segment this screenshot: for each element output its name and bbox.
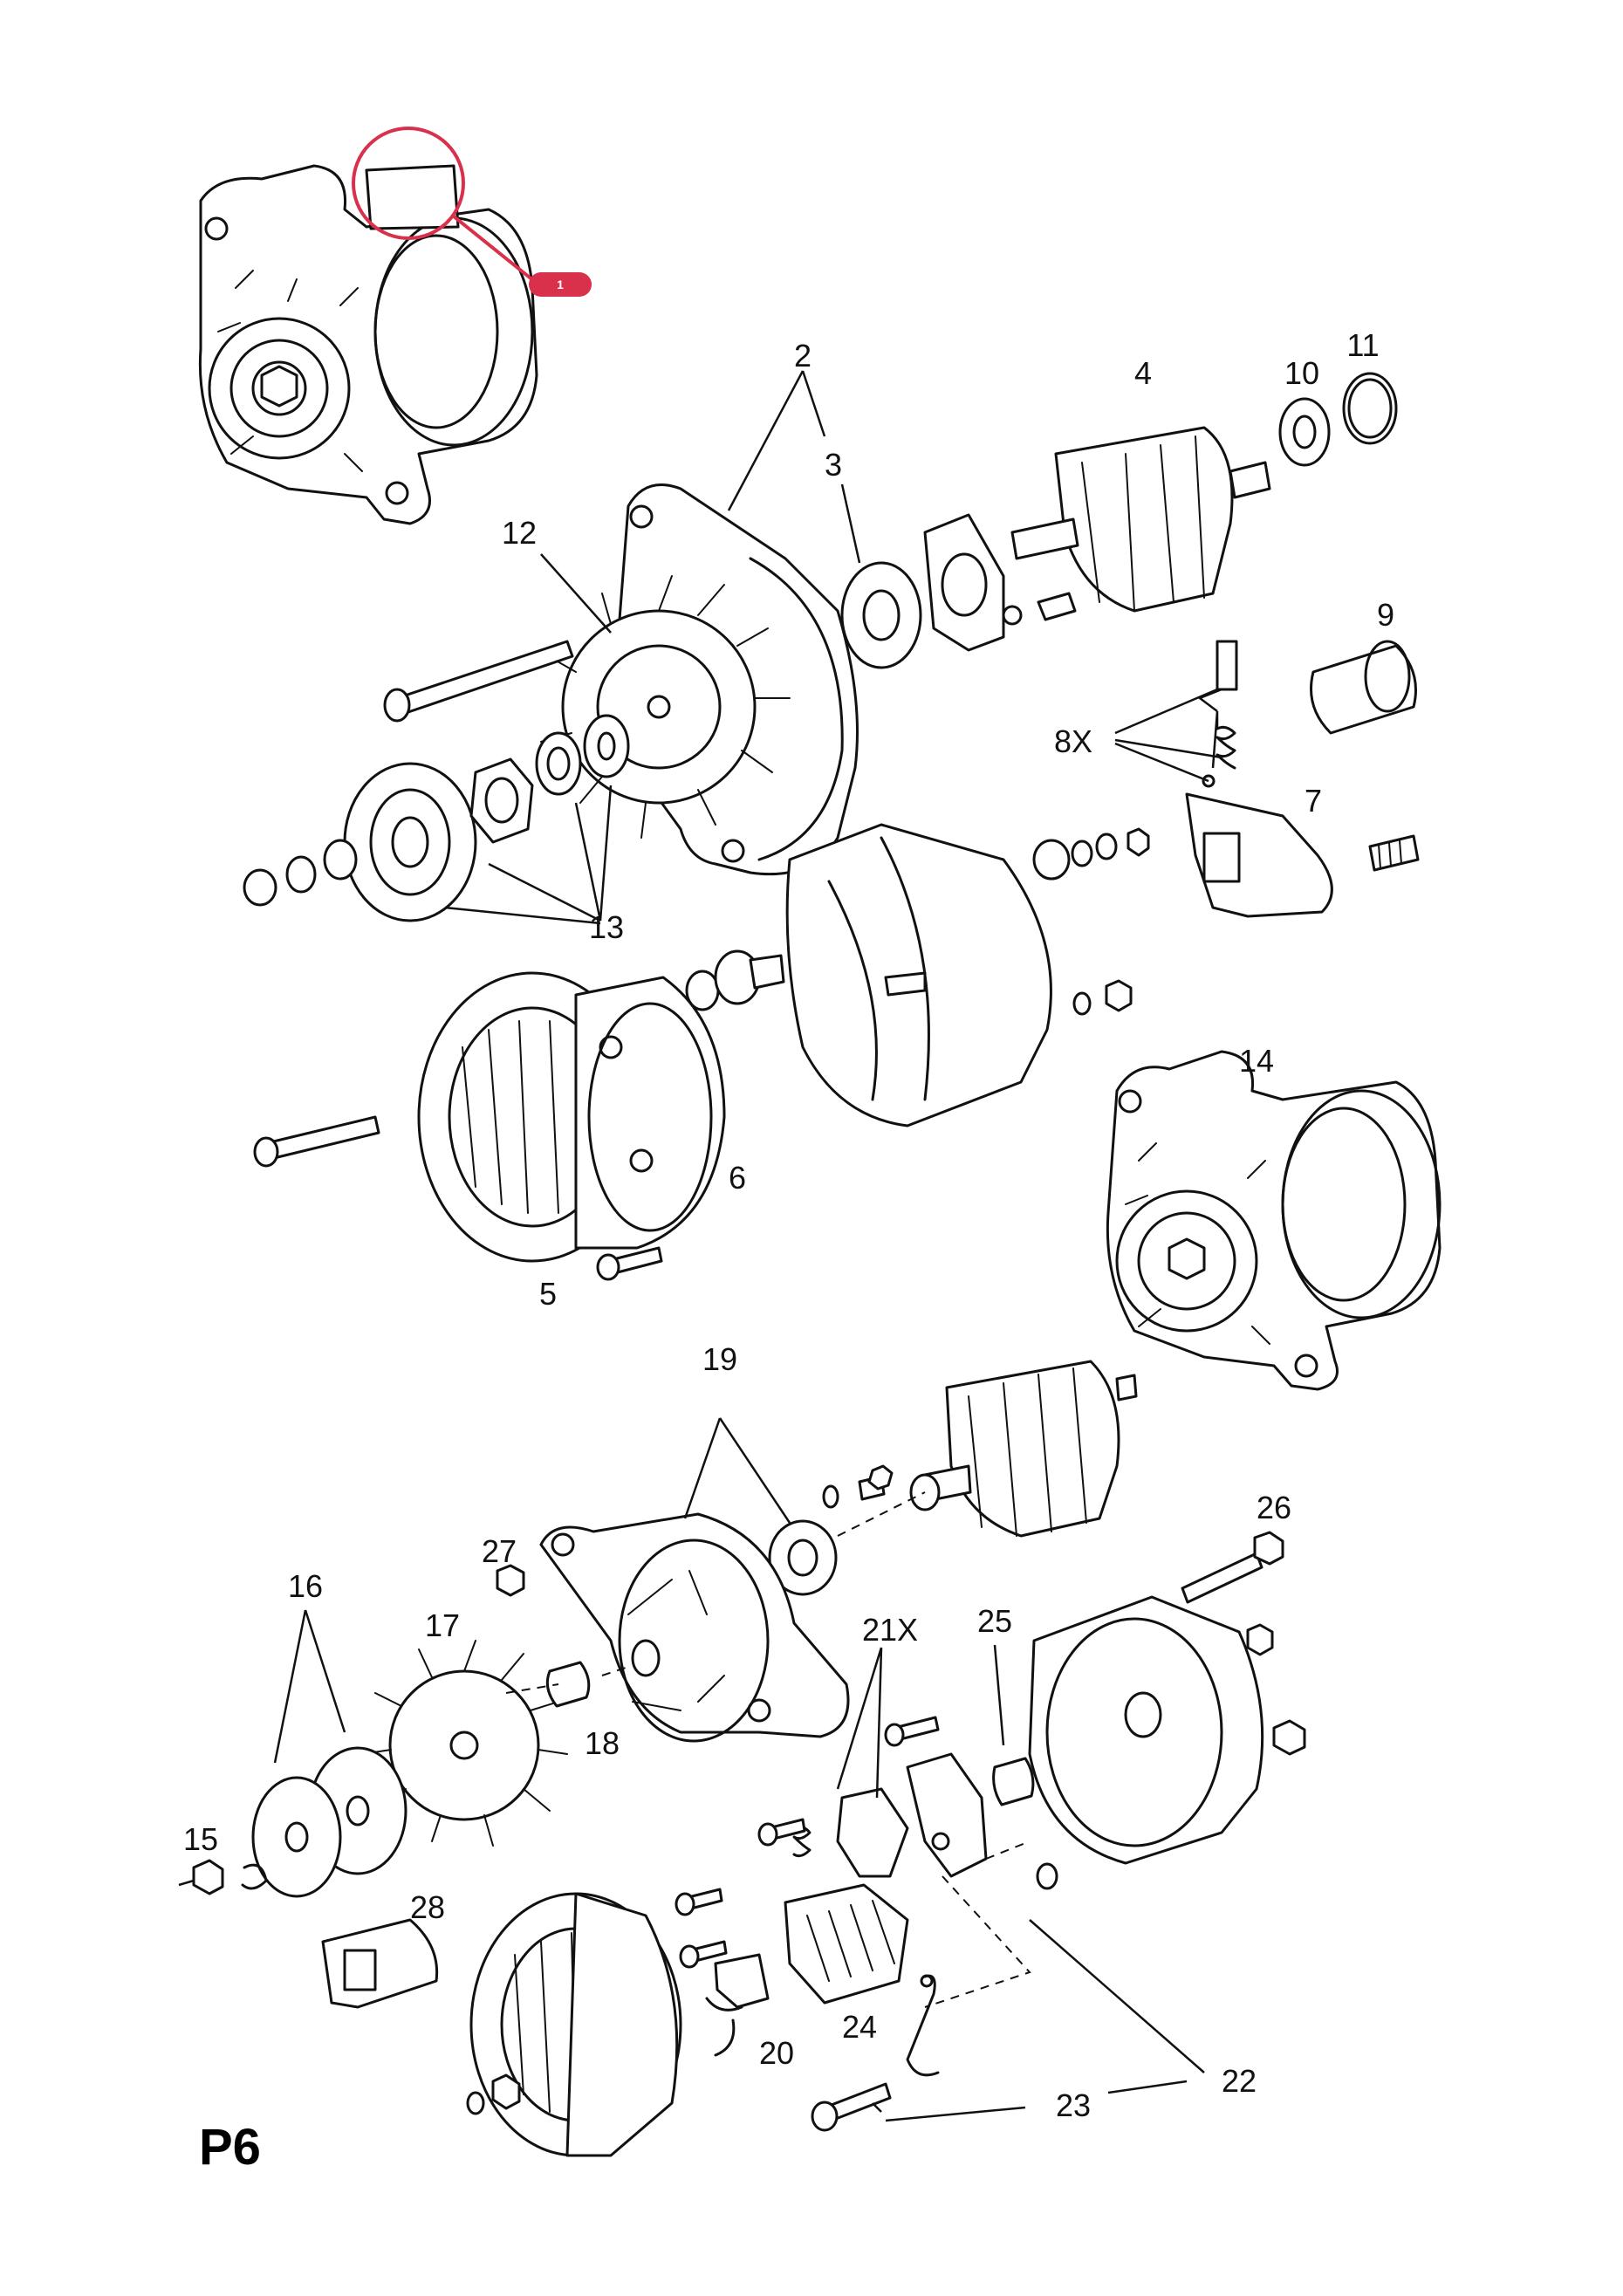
callout-labels: 2 3 4 5 6 7 8X 9 10 11 12 13 14 15 16 17…	[183, 327, 1394, 2123]
part-alternator-assembly-right[interactable]	[1106, 1050, 1442, 1391]
part-clip-20[interactable]	[705, 1953, 770, 2057]
callout-3: 3	[825, 447, 842, 483]
part-slip-ring-housing-lower[interactable]	[1028, 1595, 1264, 1865]
callout-16: 16	[288, 1568, 323, 1604]
part-nut-washers-13[interactable]	[243, 839, 358, 907]
callout-8x: 8X	[1054, 723, 1092, 759]
callout-15: 15	[183, 1821, 218, 1857]
part-rectifier[interactable]	[574, 976, 726, 1250]
callout-7: 7	[1305, 783, 1322, 819]
part-bolt-stator[interactable]	[253, 1115, 380, 1168]
callout-9: 9	[1377, 597, 1394, 633]
part-regulator[interactable]	[1185, 792, 1420, 918]
part-nut-washer-stator[interactable]	[466, 2073, 521, 2115]
highlight-marker[interactable]: 1	[352, 127, 592, 297]
part-brush-holder-21x[interactable]	[792, 1787, 909, 1878]
part-bracket-22[interactable]	[906, 1752, 988, 1878]
part-washer-set-right[interactable]	[1032, 827, 1150, 881]
callout-10: 10	[1284, 355, 1319, 391]
part-bearing-19[interactable]	[768, 1519, 838, 1596]
callout-23: 23	[1056, 2087, 1091, 2123]
callout-24: 24	[842, 2009, 877, 2045]
part-nut-27[interactable]	[496, 1564, 525, 1597]
leader-lines	[273, 370, 1222, 2122]
callout-19: 19	[702, 1341, 737, 1377]
callout-14: 14	[1239, 1043, 1274, 1079]
part-brushes[interactable]	[1202, 640, 1238, 788]
callout-26: 26	[1257, 1490, 1291, 1525]
page-code: P6	[199, 2119, 261, 2176]
callout-18: 18	[585, 1725, 620, 1761]
part-slip-ring-housing[interactable]	[785, 823, 1052, 1127]
part-bearing-10[interactable]	[1278, 397, 1331, 467]
callout-22: 22	[1222, 2063, 1257, 2099]
callout-20: 20	[759, 2035, 794, 2071]
part-wire-clip[interactable]	[906, 1974, 940, 2077]
part-screw-5[interactable]	[596, 1246, 663, 1281]
highlight-badge-label: 1	[557, 278, 564, 291]
callout-12: 12	[502, 515, 537, 551]
part-rotor-lower[interactable]	[909, 1360, 1138, 1538]
callout-28: 28	[410, 1889, 445, 1925]
part-drive-end-bracket-lower[interactable]	[539, 1512, 850, 1743]
part-pulley-half-rear[interactable]	[251, 1776, 342, 1898]
part-spacer-18[interactable]	[545, 1661, 591, 1708]
part-ring-11[interactable]	[1342, 372, 1398, 445]
callout-21x: 21X	[862, 1612, 918, 1648]
part-screws-lower-centre[interactable]	[675, 1716, 940, 1969]
part-bearing-and-retainer[interactable]	[840, 513, 1077, 669]
part-fan-lower[interactable]	[361, 1640, 568, 1847]
part-pulley-13[interactable]	[343, 714, 630, 922]
callout-17: 17	[425, 1607, 460, 1643]
part-bolt-23[interactable]	[811, 2082, 892, 2132]
part-regulator-28[interactable]	[321, 1918, 439, 2009]
part-sleeve[interactable]	[1310, 640, 1417, 735]
part-nuts-far-right[interactable]	[1036, 1623, 1306, 1890]
callout-27: 27	[482, 1533, 517, 1569]
part-alternator-assembly-top[interactable]	[198, 164, 538, 525]
part-bush-25[interactable]	[992, 1757, 1035, 1806]
callout-2: 2	[794, 338, 812, 374]
part-screw-washer-19[interactable]	[822, 1464, 894, 1509]
callout-5: 5	[539, 1276, 557, 1312]
part-nut-15[interactable]	[178, 1859, 268, 1895]
callout-11: 11	[1346, 327, 1379, 363]
part-stator-lower[interactable]	[469, 1892, 682, 2157]
part-nut-pair-right[interactable]	[1072, 979, 1133, 1016]
callout-13: 13	[589, 909, 624, 945]
part-through-bolt[interactable]	[383, 640, 574, 723]
callout-25: 25	[977, 1603, 1012, 1639]
part-bolt-26[interactable]	[1181, 1531, 1284, 1604]
part-rotor-top[interactable]	[1010, 426, 1271, 613]
callout-6: 6	[729, 1160, 746, 1196]
callout-4: 4	[1134, 355, 1152, 391]
part-small-bearing[interactable]	[685, 949, 785, 1011]
part-rectifier-24[interactable]	[784, 1883, 909, 2005]
